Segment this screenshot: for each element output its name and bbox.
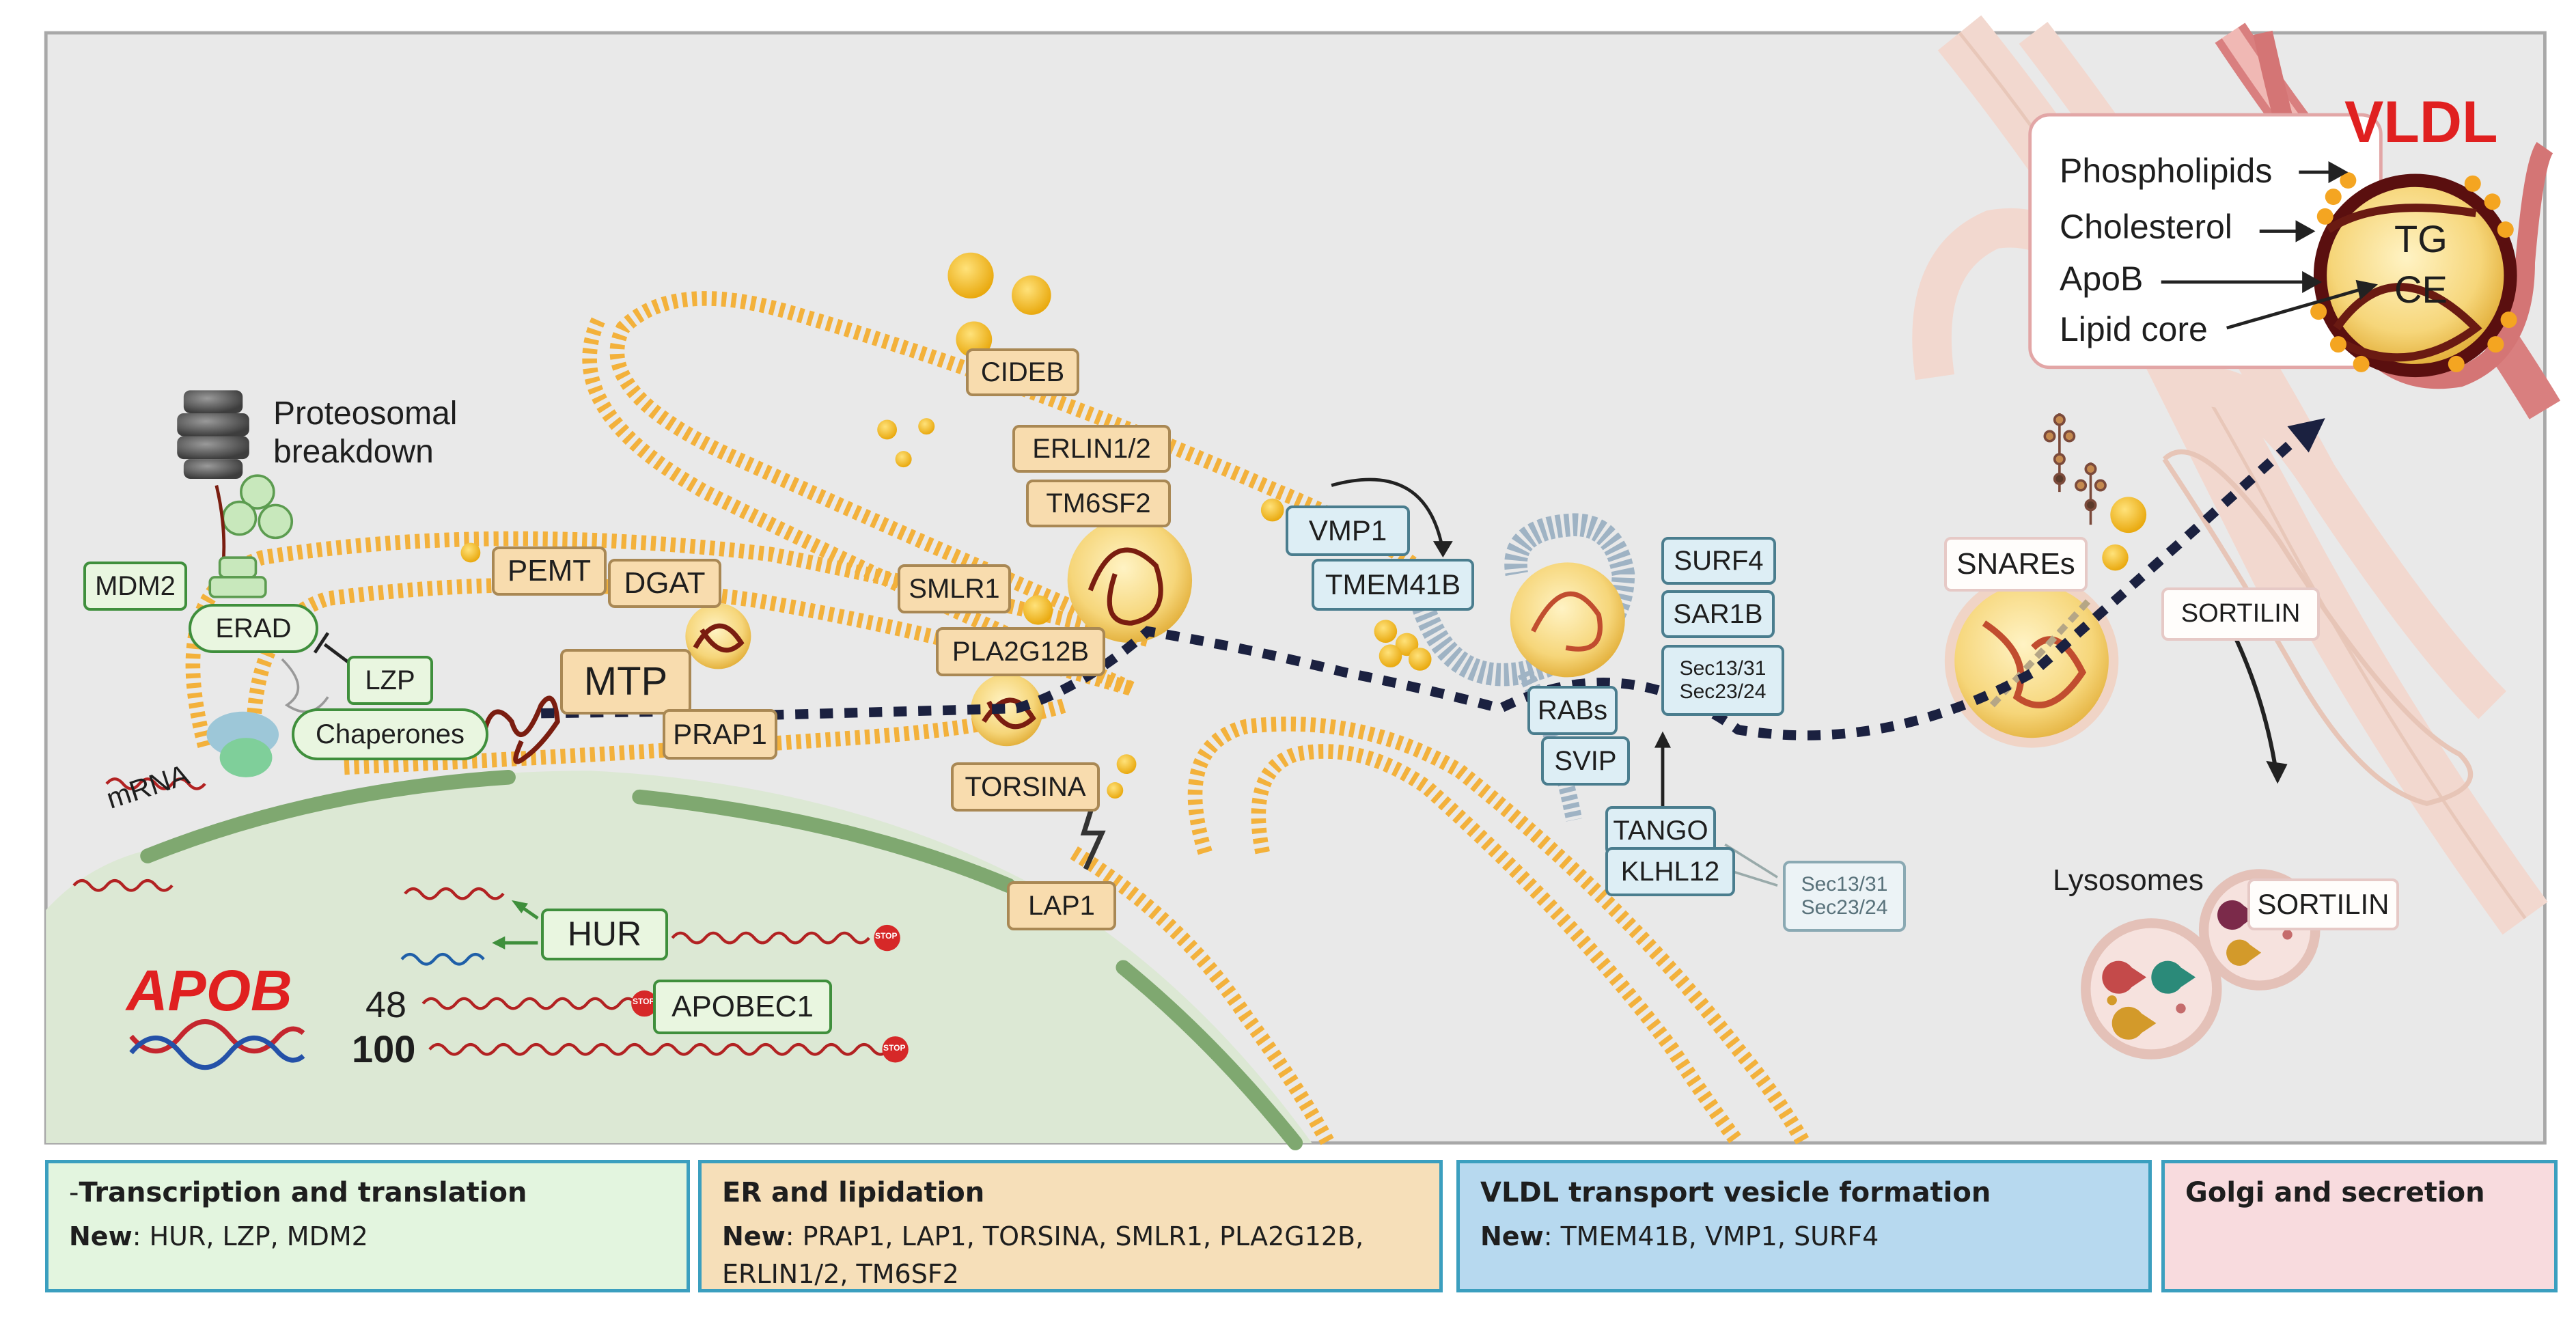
torsina-box: TORSINA: [951, 762, 1100, 812]
sec-coat-box-secondary: Sec13/31 Sec23/24: [1783, 861, 1906, 932]
erad-box: ERAD: [189, 604, 318, 653]
panel-new-items: New: TMEM41B, VMP1, SURF4: [1480, 1218, 2128, 1256]
panel-title: ER and lipidation: [722, 1177, 985, 1208]
tm6sf2-box: TM6SF2: [1026, 480, 1171, 527]
isoform-100-label: 100: [352, 1027, 416, 1070]
mtp-box: MTP: [560, 649, 691, 715]
snares-box: SNAREs: [1944, 537, 2088, 592]
chaperones-box: Chaperones: [292, 708, 488, 760]
cideb-box: CIDEB: [966, 348, 1079, 396]
erlin-box: ERLIN1/2: [1012, 425, 1171, 473]
pemt-box: PEMT: [492, 546, 607, 596]
surf4-box: SURF4: [1661, 537, 1776, 585]
smlr1-box: SMLR1: [898, 564, 1011, 613]
isoform-48-label: 48: [365, 984, 407, 1025]
new-label: New: [69, 1221, 133, 1251]
lipoprotein-particle-icon: [685, 518, 2119, 748]
apob-gene-label: APOB: [126, 958, 292, 1023]
dna-helix-icon: [129, 1019, 305, 1070]
apob-label: ApoB: [2060, 260, 2144, 298]
sec13-31-label: Sec13/31: [1679, 656, 1767, 680]
nucleus: [46, 771, 1312, 1144]
vldl-particle-icon: [2310, 172, 2517, 378]
phospholipid-cluster-icon: [1374, 620, 1432, 671]
interaction-bolt-icon: [1080, 805, 1106, 870]
tg-label: TG: [2394, 217, 2448, 260]
mdm2-box: MDM2: [83, 562, 187, 611]
new-items-text: : PRAP1, LAP1, TORSINA, SMLR1, PLA2G12B,: [785, 1221, 1364, 1251]
prap1-box: PRAP1: [663, 709, 777, 760]
sar1b-box: SAR1B: [1661, 590, 1775, 638]
hur-box: HUR: [541, 909, 668, 960]
stop-sign-icon: [631, 924, 909, 1063]
svip-box: SVIP: [1541, 736, 1630, 786]
panel-title-text: Transcription and translation: [79, 1177, 527, 1208]
stop-label: STOP: [883, 1043, 906, 1053]
cholesterol-label: Cholesterol: [2060, 208, 2232, 246]
apobec1-box: APOBEC1: [653, 980, 832, 1034]
sec-coat-box: Sec13/31 Sec23/24: [1661, 645, 1784, 716]
phospholipids-label: Phospholipids: [2060, 152, 2273, 190]
ribosome-icon: [206, 711, 279, 777]
sortilin-box: SORTILIN: [2161, 587, 2320, 641]
panel-er-lipidation: ER and lipidation New: PRAP1, LAP1, TORS…: [698, 1160, 1443, 1292]
panel-transcription-translation: -Transcription and translation New: HUR,…: [45, 1160, 690, 1292]
panel-vldl-transport: VLDL transport vesicle formation New: TM…: [1456, 1160, 2152, 1292]
lysosomes-label: Lysosomes: [2053, 863, 2204, 897]
dgat-box: DGAT: [608, 559, 721, 608]
panel-title: VLDL transport vesicle formation: [1480, 1177, 1991, 1208]
new-items-text-2: ERLIN1/2, TM6SF2: [722, 1259, 959, 1290]
ce-label: CE: [2394, 268, 2448, 311]
lzp-box: LZP: [347, 656, 433, 705]
stop-label: STOP: [875, 931, 898, 941]
glycan-icon: [2043, 413, 2107, 525]
panel-title-prefix: -: [69, 1177, 79, 1208]
nuclear-envelope: [140, 770, 516, 863]
lap1-box: LAP1: [1007, 881, 1116, 930]
stop-label: STOP: [633, 997, 655, 1006]
panel-title: -Transcription and translation: [69, 1177, 666, 1208]
new-items-text: : TMEM41B, VMP1, SURF4: [1543, 1221, 1879, 1251]
apob-nascent-chain: [481, 695, 560, 764]
lipid-core-label: Lipid core: [2060, 310, 2208, 348]
sec23-24-label: Sec23/24: [1679, 680, 1767, 703]
new-label: New: [722, 1221, 786, 1251]
mrna-strands-icon: [72, 777, 890, 1056]
sec13-31-label: Sec13/31: [1801, 872, 1888, 896]
vldl-title: VLDL: [2344, 89, 2498, 155]
klhl12-box: KLHL12: [1605, 847, 1735, 896]
panel-new-items: New: PRAP1, LAP1, TORSINA, SMLR1, PLA2G1…: [722, 1218, 1419, 1293]
breakdown-label: breakdown: [273, 434, 434, 470]
er-exit-site: [1407, 513, 1635, 687]
tmem41b-box: TMEM41B: [1312, 559, 1474, 611]
new-items-text: : HUR, LZP, MDM2: [132, 1221, 368, 1251]
new-label: New: [1480, 1221, 1544, 1251]
rabs-box: RABs: [1527, 686, 1618, 735]
proteosomal-label: Proteosomal: [273, 396, 458, 432]
panel-new-items: New: HUR, LZP, MDM2: [69, 1218, 666, 1256]
sec23-24-label: Sec23/24: [1801, 896, 1888, 919]
panel-title: Golgi and secretion: [2185, 1177, 2485, 1208]
pla2g12b-box: PLA2G12B: [936, 627, 1105, 676]
panel-golgi-secretion: Golgi and secretion: [2161, 1160, 2558, 1292]
vmp1-box: VMP1: [1286, 505, 1410, 556]
sortilin-box: SORTILIN: [2247, 878, 2399, 930]
